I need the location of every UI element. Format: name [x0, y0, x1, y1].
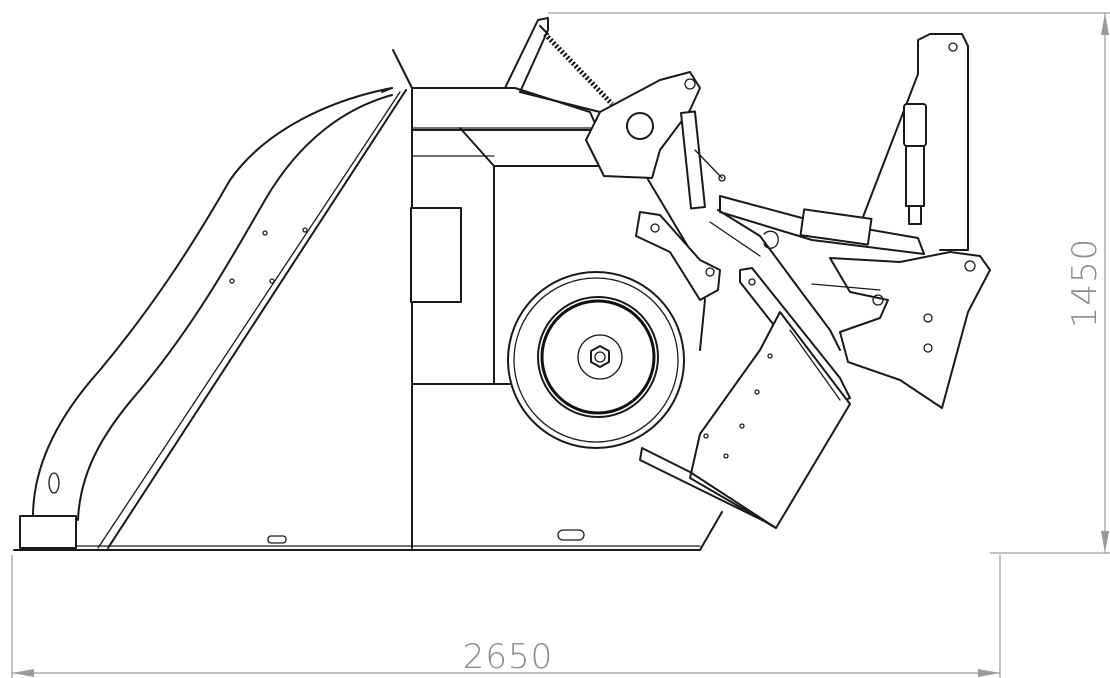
- deflector-assembly: [639, 209, 851, 529]
- rear-bracket: [717, 209, 841, 351]
- dimension-annotations: 2650 1450: [11, 12, 1110, 678]
- antenna-post: [392, 49, 413, 89]
- rear-bracket-inner: [709, 221, 761, 257]
- panel-bolt: [302, 227, 308, 233]
- deflector-ridge: [759, 311, 781, 351]
- rotor-hub-bore: [594, 351, 606, 363]
- hitch-pin-upper: [964, 260, 976, 272]
- deflector-inner-edge: [789, 329, 841, 401]
- deflector-bolt: [739, 423, 745, 429]
- inspection-window: [410, 207, 462, 303]
- arm-cylinder-rod: [694, 149, 723, 179]
- rotor-disc: [537, 296, 659, 418]
- inner-casing: [459, 127, 605, 167]
- panel-bolt: [262, 230, 268, 236]
- hitch-pin-low: [923, 343, 933, 353]
- base-slot: [267, 535, 287, 544]
- main-housing: [411, 87, 599, 131]
- lower-hitch-plate: [829, 251, 991, 409]
- hitch-rail: [811, 283, 881, 291]
- linkage-pin: [650, 223, 660, 233]
- rotor-outer-ring: [507, 271, 685, 449]
- rotor-hub-nut: [590, 345, 610, 368]
- width-dimension-label: 2650: [463, 637, 554, 677]
- panel-bolt: [269, 278, 275, 284]
- height-dimension-label: 1450: [1065, 238, 1105, 329]
- hitch-tower: [917, 33, 969, 251]
- tower-cylinder-end: [908, 205, 922, 225]
- deflector-bolt: [703, 433, 709, 439]
- spring-rod: [539, 25, 549, 35]
- front-panel-edge: [107, 89, 407, 549]
- height-arrow-top: [1101, 13, 1109, 35]
- hitch-pin-link: [872, 294, 884, 306]
- deflector-bolt: [767, 353, 773, 359]
- upper-pivot-arm: [519, 71, 701, 179]
- rotor-outer-ring-inner: [513, 277, 679, 443]
- panel-bolt: [229, 278, 235, 284]
- tower-top-hole: [948, 42, 958, 52]
- rear-hitch: [719, 33, 991, 409]
- deflector-bolt: [723, 453, 729, 459]
- tower-cylinder: [903, 103, 927, 147]
- base-slot: [557, 529, 585, 541]
- deflector-bolt: [754, 389, 760, 395]
- width-arrow-right: [978, 669, 1000, 677]
- front-hood-outer: [31, 87, 393, 521]
- deflector-bolt: [748, 278, 756, 286]
- rear-skid: [631, 511, 723, 551]
- arm-cylinder-pin: [718, 174, 726, 182]
- front-panel-edge-inner: [97, 91, 401, 549]
- tension-spring: [543, 32, 614, 106]
- width-arrow-left: [12, 669, 34, 677]
- deflector-lip: [639, 447, 777, 529]
- hood-slot: [48, 472, 60, 494]
- middle-linkage-plate: [635, 211, 721, 301]
- spring-bracket: [504, 17, 549, 93]
- pivot-hole-small: [684, 78, 696, 90]
- bracket-coil: [763, 230, 779, 249]
- top-linkage: [504, 17, 726, 301]
- front-skid-block: [19, 515, 77, 549]
- hitch-tower-left: [857, 73, 919, 231]
- rotor-disc-edge: [540, 299, 656, 415]
- linkage-pin: [705, 267, 715, 277]
- front-hood-inner: [77, 94, 393, 521]
- front-hood-tip: [381, 87, 393, 93]
- hitch-pin-mid: [923, 313, 933, 323]
- tower-cylinder-rod: [905, 145, 925, 207]
- pivot-hole-large: [626, 112, 654, 140]
- horizontal-ram-body: [799, 208, 873, 246]
- height-arrow-bottom: [1101, 531, 1109, 553]
- rotor-hub-ring: [577, 334, 623, 380]
- arm-cylinder: [680, 110, 706, 210]
